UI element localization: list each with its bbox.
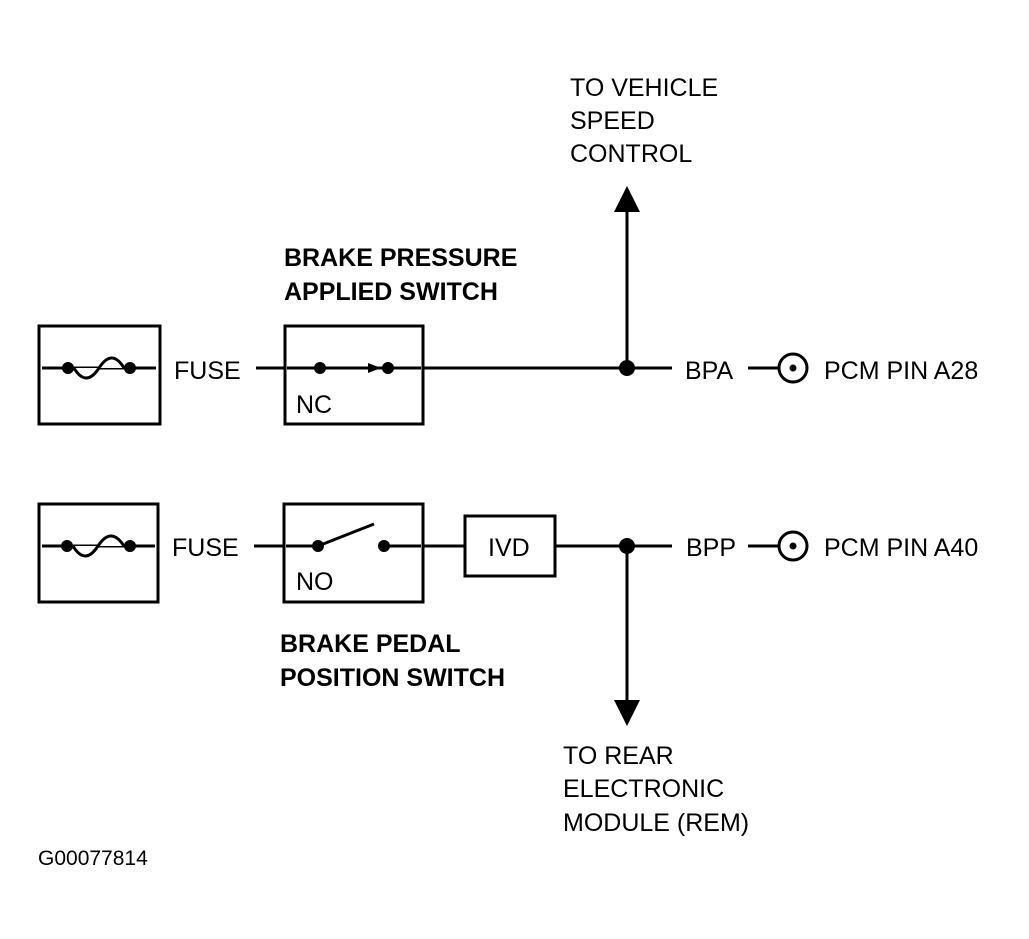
bpp-switch: [282, 502, 425, 604]
bpp-switch-terminal-right: [378, 540, 390, 552]
bpa-switch-terminal-right: [382, 362, 394, 374]
fuse-top-terminal-left: [62, 362, 74, 374]
bpa-label: BPA: [685, 357, 733, 385]
no-label: NO: [296, 568, 334, 596]
bpa-switch-arrow-icon: [368, 363, 381, 373]
fuse-bottom-label: FUSE: [172, 534, 239, 562]
to-speed-control-line3: CONTROL: [570, 140, 692, 168]
fuse-bottom-terminal-left: [61, 540, 73, 552]
nc-label: NC: [296, 391, 332, 419]
to-rem-line2: ELECTRONIC: [563, 775, 724, 803]
bpa-switch-title-line2: APPLIED SWITCH: [284, 278, 498, 306]
to-speed-control-line2: SPEED: [570, 107, 655, 135]
fuse-top-terminal-right: [124, 362, 136, 374]
arrow-down-icon: [614, 700, 640, 726]
bpp-switch-blade: [317, 522, 375, 548]
to-speed-control-line1: TO VEHICLE: [570, 74, 718, 102]
fuse-bottom-element-icon: [71, 534, 126, 558]
pcm-a40-label: PCM PIN A40: [824, 534, 978, 562]
bpa-switch: [283, 324, 425, 426]
fuse-top-element-icon: [72, 356, 126, 380]
fuse-top: [37, 324, 162, 426]
to-rem-line3: MODULE (REM): [563, 809, 749, 837]
arrow-up-icon: [614, 186, 640, 212]
fuse-top-label: FUSE: [174, 357, 241, 385]
bpp-switch-title-line2: POSITION SWITCH: [280, 664, 505, 692]
ivd-module: [463, 514, 557, 578]
fuse-bottom: [37, 502, 160, 604]
fuse-bottom-terminal-right: [124, 540, 136, 552]
ivd-label: IVD: [488, 534, 530, 562]
bpp-switch-title-line1: BRAKE PEDAL: [280, 630, 461, 658]
figure-id: G00077814: [38, 847, 148, 870]
pcm-a28-label: PCM PIN A28: [824, 357, 978, 385]
bpa-switch-title-line1: BRAKE PRESSURE: [284, 244, 517, 272]
bpp-label: BPP: [686, 534, 736, 562]
bpa-switch-terminal-left: [314, 362, 326, 374]
to-rem-line1: TO REAR: [563, 742, 674, 770]
